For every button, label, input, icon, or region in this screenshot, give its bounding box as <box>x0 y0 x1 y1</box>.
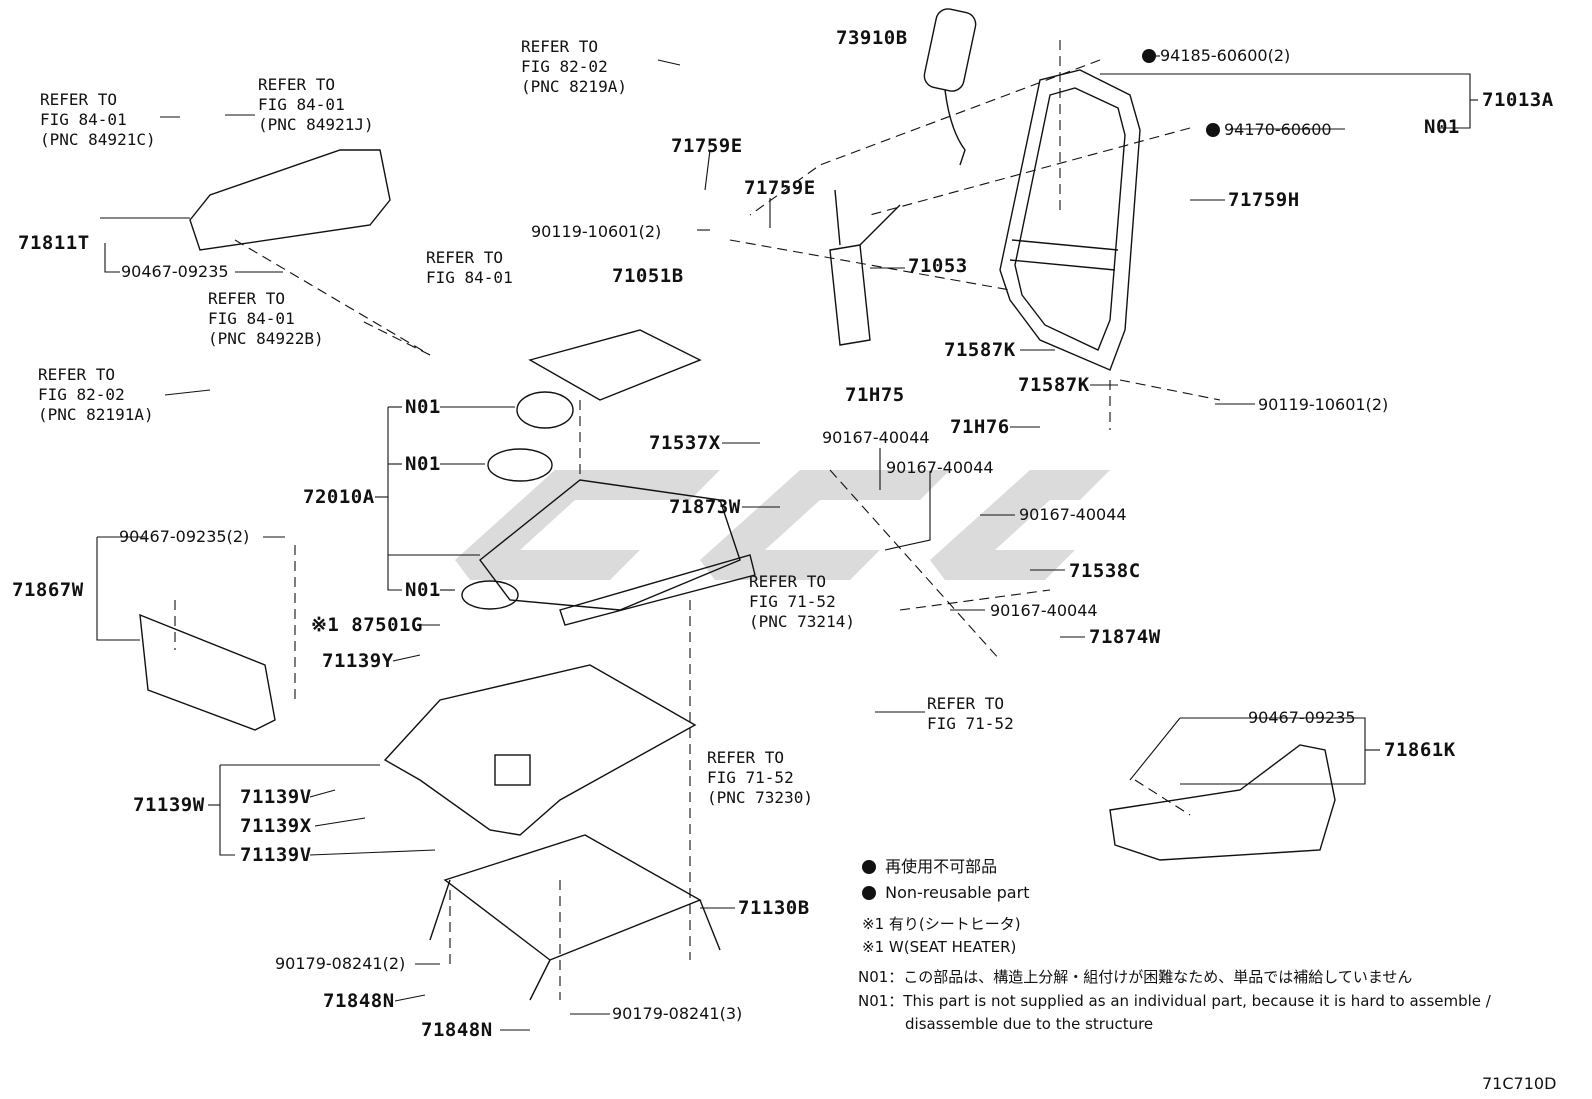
legend-nonreusable-ja: 再使用不可部品 <box>862 857 997 877</box>
legend-note1-ja: ※1 有り(シートヒータ) <box>862 915 1021 933</box>
part-90179-08241-a[interactable]: 90179-08241(2) <box>275 954 406 973</box>
part-94185-60600[interactable]: 94185-60600(2) <box>1142 46 1290 66</box>
part-71759E-2[interactable]: 71759E <box>744 177 816 199</box>
part-94170-60600[interactable]: 94170-60600 <box>1206 120 1332 140</box>
seatback-frame <box>999 69 1141 371</box>
part-90119-10601-right[interactable]: 90119-10601(2) <box>1258 395 1389 414</box>
part-90119-10601-top[interactable]: 90119-10601(2) <box>531 222 662 241</box>
part-N01-top[interactable]: N01 <box>1424 116 1460 138</box>
part-71139X[interactable]: 71139X <box>240 815 312 837</box>
ref-fig-82-02-8219A[interactable]: REFER TO FIG 82-02 (PNC 8219A) <box>521 37 627 96</box>
part-N01-a[interactable]: N01 <box>405 396 441 418</box>
part-71811T[interactable]: 71811T <box>18 232 90 254</box>
legend-n01-en-2: disassemble due to the structure <box>905 1015 1154 1033</box>
legend-nonreusable-en-text: Non-reusable part <box>885 883 1030 902</box>
motor-2 <box>487 448 553 482</box>
inner-shield <box>139 613 276 731</box>
part-71587K-1[interactable]: 71587K <box>944 339 1016 361</box>
ref-fig-82-02-82191A[interactable]: REFER TO FIG 82-02 (PNC 82191A) <box>38 365 154 424</box>
figure-code: 71C710D <box>1482 1074 1557 1093</box>
legend-n01-ja: N01：この部品は、構造上分解・組付けが困難なため、単品では補給していません <box>858 968 1413 986</box>
part-87501G[interactable]: ※1 87501G <box>311 614 423 636</box>
part-71139V-1[interactable]: 71139V <box>240 786 312 808</box>
part-71130B[interactable]: 71130B <box>738 897 810 919</box>
part-73910B[interactable]: 73910B <box>836 27 908 49</box>
part-71873W[interactable]: 71873W <box>669 496 741 518</box>
part-71139Y[interactable]: 71139Y <box>322 650 394 672</box>
part-90179-08241-b[interactable]: 90179-08241(3) <box>612 1004 743 1023</box>
part-71013A[interactable]: 71013A <box>1482 89 1554 111</box>
part-90467-09235-c[interactable]: 90467-09235 <box>1248 708 1356 727</box>
part-94185-60600-label: 94185-60600(2) <box>1160 46 1291 65</box>
ref-fig-84-01[interactable]: REFER TO FIG 84-01 <box>426 248 513 287</box>
part-71139W[interactable]: 71139W <box>133 794 205 816</box>
part-71537X[interactable]: 71537X <box>649 432 721 454</box>
non-reusable-icon <box>862 886 876 900</box>
non-reusable-icon <box>862 860 876 874</box>
part-72010A[interactable]: 72010A <box>303 486 375 508</box>
seat-riser-frame <box>429 834 721 1001</box>
legend-note1-en: ※1 W(SEAT HEATER) <box>862 938 1017 956</box>
legend-n01-en-1: N01：This part is not supplied as an indi… <box>858 992 1491 1010</box>
watermark <box>455 470 1110 580</box>
part-90467-09235-b[interactable]: 90467-09235(2) <box>119 527 250 546</box>
motor-3 <box>461 580 519 610</box>
non-reusable-icon <box>1142 49 1156 63</box>
part-N01-b[interactable]: N01 <box>405 453 441 475</box>
part-71848N-2[interactable]: 71848N <box>421 1019 493 1041</box>
side-airbag <box>923 8 977 166</box>
side-cover <box>1109 744 1336 861</box>
ref-fig-84-01-84921C[interactable]: REFER TO FIG 84-01 (PNC 84921C) <box>40 90 156 149</box>
motor-1 <box>516 391 574 429</box>
cushion-under-cover <box>383 664 697 836</box>
part-71051B[interactable]: 71051B <box>612 265 684 287</box>
ref-fig-71-52-73230[interactable]: REFER TO FIG 71-52 (PNC 73230) <box>707 748 813 807</box>
part-94170-60600-label: 94170-60600 <box>1224 120 1332 139</box>
ref-fig-84-01-84921J[interactable]: REFER TO FIG 84-01 (PNC 84921J) <box>258 75 374 134</box>
part-90167-40044-c[interactable]: 90167-40044 <box>1019 505 1127 524</box>
ref-fig-71-52[interactable]: REFER TO FIG 71-52 <box>927 694 1014 733</box>
part-71861K[interactable]: 71861K <box>1384 739 1456 761</box>
part-71759E-1[interactable]: 71759E <box>671 135 743 157</box>
ref-fig-84-01-84922B[interactable]: REFER TO FIG 84-01 (PNC 84922B) <box>208 289 324 348</box>
part-71H75[interactable]: 71H75 <box>845 384 905 406</box>
legend-nonreusable-ja-text: 再使用不可部品 <box>885 857 998 876</box>
seat-adjuster-assembly <box>479 329 756 626</box>
recliner-bracket <box>829 189 901 346</box>
outer-shield <box>189 149 391 251</box>
part-71139V-2[interactable]: 71139V <box>240 844 312 866</box>
part-90467-09235-a[interactable]: 90467-09235 <box>121 262 229 281</box>
part-71759H[interactable]: 71759H <box>1228 189 1300 211</box>
non-reusable-icon <box>1206 123 1220 137</box>
part-71538C[interactable]: 71538C <box>1069 560 1141 582</box>
part-71867W[interactable]: 71867W <box>12 579 84 601</box>
ref-fig-71-52-73214[interactable]: REFER TO FIG 71-52 (PNC 73214) <box>749 572 855 631</box>
part-71H76[interactable]: 71H76 <box>950 416 1010 438</box>
part-90167-40044-d[interactable]: 90167-40044 <box>990 601 1098 620</box>
legend-nonreusable-en: Non-reusable part <box>862 883 1029 903</box>
part-N01-c[interactable]: N01 <box>405 579 441 601</box>
part-71848N-1[interactable]: 71848N <box>323 990 395 1012</box>
part-90167-40044-a[interactable]: 90167-40044 <box>822 428 930 447</box>
part-90167-40044-b[interactable]: 90167-40044 <box>886 458 994 477</box>
part-71874W[interactable]: 71874W <box>1089 626 1161 648</box>
part-71587K-2[interactable]: 71587K <box>1018 374 1090 396</box>
part-71053[interactable]: 71053 <box>908 255 968 277</box>
